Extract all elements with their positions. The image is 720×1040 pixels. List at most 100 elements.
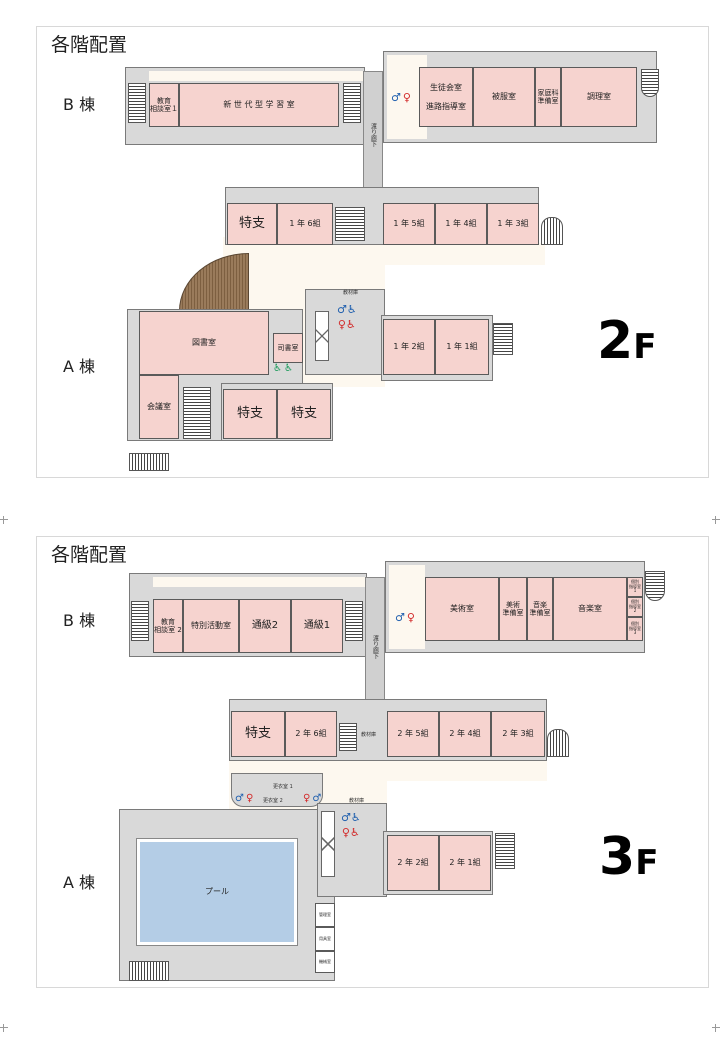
room-tokushi-a: 特支 — [227, 203, 277, 245]
room-bijutsu: 美術室 — [425, 577, 499, 641]
room-kikai: 機械室 — [315, 951, 335, 973]
walkway: 渡り廊下 — [365, 577, 385, 717]
corridor — [287, 759, 547, 781]
stairs-icon — [495, 833, 515, 869]
stairs-icon — [541, 217, 563, 245]
crop-mark — [712, 516, 720, 524]
restroom-women-icon: ♀ — [406, 611, 415, 624]
restroom-women-icon: ♀♿ — [341, 826, 360, 839]
elevator-icon — [321, 811, 335, 877]
room-seito-label: 生徒会室 — [430, 83, 462, 93]
room-soudan2: 教育 相談室 2 — [153, 599, 183, 653]
floor-2-panel: 各階配置 B 棟 A 棟 2F 教育 相談室１ 新 世 代 型 学 習 室 渡り… — [36, 26, 709, 478]
stairs-icon — [641, 69, 659, 97]
crop-mark — [712, 1024, 720, 1032]
restroom-men-icon: ♂♿ — [337, 303, 357, 316]
room-bijutsu-jun: 美術 準備室 — [499, 577, 527, 641]
room-kojin1: 個別 指導室 1 — [627, 577, 643, 597]
room-kyozaiko2: 教材庫 — [349, 798, 365, 804]
stairs-icon — [129, 453, 169, 471]
floor-number: 3 — [599, 827, 636, 887]
room-katei: 家庭科 準備室 — [535, 67, 561, 127]
stairs-icon — [131, 601, 149, 641]
room-nen2-6: 2 年 6組 — [285, 711, 337, 757]
building-a-label: A 棟 — [63, 873, 96, 892]
room-tsukyu2: 通級2 — [239, 599, 291, 653]
restroom-women-icon: ♀ — [245, 793, 254, 804]
restroom: ♂♿ ♀♿ — [337, 303, 357, 331]
room-nen1-3: 1 年 3組 — [487, 203, 539, 245]
restroom-women-icon: ♀♿ — [337, 318, 356, 331]
floor-number: 2 — [597, 311, 634, 371]
room-nen1-1: 1 年 1組 — [435, 319, 489, 375]
walkway: 渡り廊下 — [363, 71, 383, 199]
stairs-icon — [183, 387, 211, 439]
floor-3-label: 3F — [599, 831, 658, 883]
restroom-men-icon: ♂ — [312, 793, 322, 804]
corridor — [149, 71, 363, 81]
room-ongaku-jun: 音楽 準備室 — [527, 577, 553, 641]
room-toshoshitsu: 図書室 — [139, 311, 269, 375]
room-kojin3: 個別 指導室 3 — [627, 617, 643, 641]
stairs-icon — [493, 323, 513, 355]
floor-3-panel: 各階配置 B 棟 A 棟 3F 教育 相談室 2 特別活動室 通級2 通級1 渡… — [36, 536, 709, 988]
room-nen1-6: 1 年 6組 — [277, 203, 333, 245]
room-pool: プール — [136, 838, 298, 946]
room-kojin2: 個別 指導室 2 — [627, 597, 643, 617]
room-tokushi-c: 特支 — [277, 389, 331, 439]
room-ongaku: 音楽室 — [553, 577, 627, 641]
floor-2-heading: 各階配置 — [51, 34, 128, 56]
restroom: ♀ ♂ — [303, 793, 321, 804]
wheelchair-icon: ♿ — [273, 363, 282, 374]
room-hifuku: 被服室 — [473, 67, 535, 127]
room-nen2-1: 2 年 1組 — [439, 835, 491, 891]
restroom: ♂♿ ♀♿ — [341, 811, 361, 839]
room-shinro: 生徒会室進路指導室 — [419, 67, 473, 127]
room-nen1-4: 1 年 4組 — [435, 203, 487, 245]
room-nen2-4: 2 年 4組 — [439, 711, 491, 757]
floor-suffix: F — [633, 327, 657, 367]
corridor — [153, 577, 365, 587]
restroom-women-icon: ♀ — [303, 793, 311, 804]
room-tokushi-b: 特支 — [223, 389, 277, 439]
restroom-men-icon: ♂ — [395, 611, 405, 624]
room-yogu: 用具室 — [315, 927, 335, 951]
restroom-men-icon: ♂ — [235, 793, 244, 804]
room-kanri: 管理室 — [315, 903, 335, 927]
room-nen2-3: 2 年 3組 — [491, 711, 545, 757]
restroom: ♂ ♀ — [391, 91, 411, 104]
restroom: ♿ ♿ — [273, 363, 293, 374]
stairs-icon — [128, 83, 146, 123]
elevator-icon — [315, 311, 329, 361]
building-b-label: B 棟 — [63, 95, 96, 114]
room-shinro-label: 進路指導室 — [426, 101, 466, 111]
room-koui1: 更衣室 1 — [273, 784, 293, 790]
room-nen2-2: 2 年 2組 — [387, 835, 439, 891]
room-koui2: 更衣室 2 — [263, 798, 283, 804]
restroom-women-icon: ♀ — [402, 91, 411, 104]
restroom-men-icon: ♂♿ — [341, 811, 361, 824]
floor-3-heading: 各階配置 — [51, 544, 128, 566]
floor-2-label: 2F — [597, 315, 656, 367]
corridor — [285, 243, 545, 265]
building-a-label: A 棟 — [63, 357, 96, 376]
restroom-men-icon: ♂ — [391, 91, 401, 104]
room-nen2-5: 2 年 5組 — [387, 711, 439, 757]
restroom: ♂ ♀ — [395, 611, 415, 624]
wooden-deck — [179, 253, 249, 311]
room-soudan1: 教育 相談室１ — [149, 83, 179, 127]
stairs-icon — [645, 571, 665, 601]
room-nen1-5: 1 年 5組 — [383, 203, 435, 245]
stairs-icon — [343, 83, 361, 123]
room-tsukyu1: 通級1 — [291, 599, 343, 653]
stairs-icon — [339, 723, 357, 751]
restroom: ♂ ♀ — [235, 793, 253, 804]
stairs-icon — [547, 729, 569, 757]
room-kaigi: 会議室 — [139, 375, 179, 439]
stairs-icon — [335, 207, 365, 241]
crop-mark — [0, 1024, 8, 1032]
room-shisho: 司書室 — [273, 333, 303, 363]
corridor — [389, 565, 425, 649]
crop-mark — [0, 516, 8, 524]
room-kyozaiko: 教材庫 — [343, 290, 359, 296]
